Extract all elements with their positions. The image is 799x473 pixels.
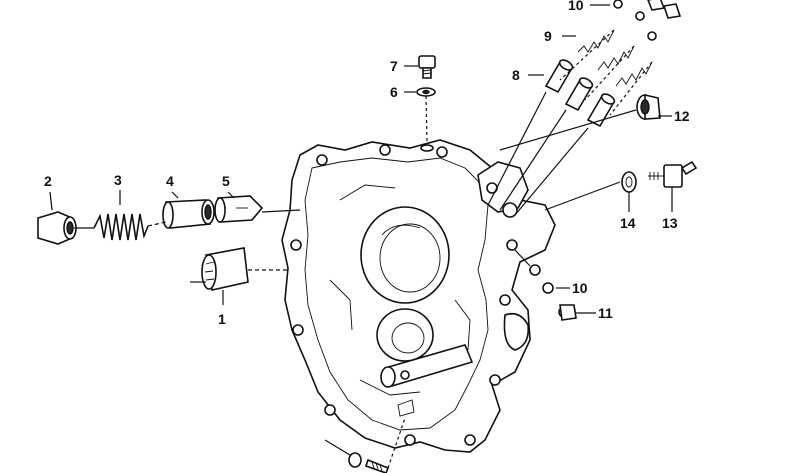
bottom-bolt-and-washer — [348, 452, 390, 473]
leader-lines — [49, 4, 673, 469]
part-8-sleeves — [544, 59, 616, 128]
part-10-balls-top — [613, 0, 682, 41]
part-6-washer — [416, 87, 436, 97]
callout-10-right: 10 — [572, 280, 588, 296]
part-1-splined-sleeve — [201, 247, 249, 291]
callout-3: 3 — [114, 172, 122, 188]
part-10-balls-right — [529, 264, 554, 294]
part-7-bolt — [418, 55, 436, 79]
part-14-seal-ring — [621, 171, 637, 193]
part-9-springs — [577, 29, 653, 87]
part-13-switch — [648, 160, 698, 188]
callout-10-top: 10 — [568, 0, 584, 13]
part-3-spring — [93, 213, 149, 241]
part-5-detent-pin — [214, 195, 264, 223]
callout-1: 1 — [218, 311, 226, 327]
callout-14: 14 — [620, 215, 636, 231]
callout-9: 9 — [544, 28, 552, 44]
callout-5: 5 — [222, 173, 230, 189]
callout-6: 6 — [390, 84, 398, 100]
callout-7: 7 — [390, 58, 398, 74]
callout-13: 13 — [662, 215, 678, 231]
callout-labels: 10 9 8 7 6 12 2 3 4 5 14 13 1 10 11 — [44, 0, 690, 327]
flange-bolt-holes — [290, 144, 511, 446]
callout-2: 2 — [44, 173, 52, 189]
part-12-cap-plug — [636, 93, 661, 120]
callout-12: 12 — [674, 108, 690, 124]
part-2-threaded-plug — [37, 211, 77, 245]
callout-4: 4 — [166, 173, 174, 189]
part-4-sleeve — [162, 199, 215, 229]
part-11-plug — [558, 304, 577, 321]
transmission-housing — [281, 139, 556, 453]
callout-11: 11 — [598, 305, 613, 321]
callout-8: 8 — [512, 67, 520, 83]
